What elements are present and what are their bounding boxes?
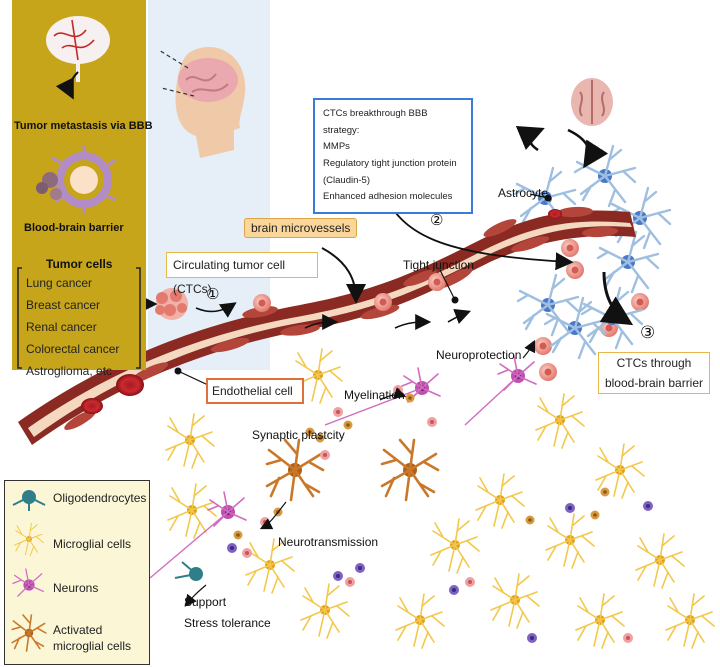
brain-icon-top bbox=[571, 78, 613, 126]
stress-label: Stress tolerance bbox=[184, 616, 271, 630]
legend-item: Activated microglial cells bbox=[53, 623, 132, 653]
neuroprotection-label: Neuroprotection bbox=[436, 348, 522, 362]
ctc-label: Circulating tumor cell (CTCs) bbox=[166, 252, 318, 296]
tight-junction-label: Tight junction bbox=[403, 258, 474, 272]
cycle-arrow bbox=[515, 126, 545, 152]
blood-vessel bbox=[18, 206, 636, 445]
head-illustration bbox=[160, 46, 246, 158]
myelination-arrow bbox=[379, 387, 407, 401]
list-item: Breast cancer bbox=[26, 298, 101, 312]
list-item: Renal cancer bbox=[26, 320, 97, 334]
strategy-line: (Claudin-5) bbox=[323, 174, 370, 186]
support-label: Support bbox=[184, 595, 227, 609]
activated-microglia-cluster bbox=[265, 438, 440, 502]
microvessels-arrow bbox=[321, 247, 366, 304]
bbb-label: Blood-brain barrier bbox=[24, 222, 124, 234]
neurotransmission-arrow bbox=[259, 501, 287, 530]
brain-microvessels-label: brain microvessels bbox=[244, 218, 358, 238]
oligodendrocyte bbox=[174, 561, 203, 581]
step1-marker: ① bbox=[206, 286, 220, 303]
neurotransmission-label: Neurotransmission bbox=[278, 535, 379, 549]
neuroprotection-arrow bbox=[522, 339, 536, 359]
astrocyte-label: Astrocyte bbox=[498, 186, 549, 200]
support-arrow bbox=[184, 584, 207, 607]
list-item: Astroglioma, etc bbox=[26, 364, 113, 378]
step3-marker: ③ bbox=[640, 323, 656, 342]
strategy-line: CTCs breakthrough BBB strategy: bbox=[323, 108, 428, 136]
brain-illustration bbox=[46, 16, 110, 82]
step3-arrow bbox=[599, 271, 634, 326]
step1-arrow bbox=[195, 302, 237, 318]
strategy-line: MMPs bbox=[323, 141, 350, 153]
legend-icons bbox=[11, 490, 47, 652]
list-item: Lung cancer bbox=[26, 276, 93, 290]
tumor-cells-title: Tumor cells bbox=[46, 257, 113, 271]
endothelial-label: Endothelial cell bbox=[206, 378, 304, 404]
ctcs-through-label: CTCs through blood-brain barrier bbox=[598, 352, 710, 394]
metastasis-label: Tumor metastasis via BBB bbox=[14, 120, 153, 132]
exosome-dots bbox=[227, 385, 653, 643]
strategy-box: CTCs breakthrough BBB strategy: MMPs Reg… bbox=[313, 98, 473, 214]
strategy-line: Regulatory tight junction protein bbox=[323, 157, 457, 169]
myelination-label: Myelination bbox=[344, 388, 405, 402]
flow-arrow bbox=[447, 309, 471, 324]
panel-art bbox=[17, 16, 141, 369]
tumor-cluster bbox=[155, 288, 188, 320]
bracket-left bbox=[17, 267, 22, 369]
step2-marker: ② bbox=[430, 212, 444, 229]
bbb-illustration bbox=[36, 146, 117, 214]
activated-microglia-icon bbox=[11, 614, 47, 652]
brain-down-arrow bbox=[55, 71, 79, 100]
flow-arrow bbox=[394, 314, 432, 331]
flow-arrow bbox=[304, 314, 339, 331]
list-item: Colorectal cancer bbox=[26, 342, 120, 356]
legend-item: Oligodendrocytes bbox=[53, 491, 147, 505]
synaptic-label: Synaptic plastcity bbox=[252, 428, 345, 442]
legend: Oligodendrocytes Microglial cells Neuron… bbox=[4, 480, 150, 665]
oligodendrocyte-icon bbox=[12, 490, 46, 511]
tumor-panel: Tumor metastasis via BBB Blood-brain bar… bbox=[12, 0, 153, 370]
cycle-arrow bbox=[567, 128, 609, 169]
legend-item: Microglial cells bbox=[53, 537, 132, 551]
bracket-right bbox=[136, 267, 141, 369]
microglia-icon bbox=[14, 522, 44, 557]
legend-item: Neurons bbox=[53, 581, 99, 595]
strategy-line: Enhanced adhesion molecules bbox=[323, 191, 453, 203]
neuron-icon bbox=[12, 568, 45, 597]
tumor-cells-list: Lung cancer Breast cancer Renal cancer C… bbox=[22, 258, 132, 382]
